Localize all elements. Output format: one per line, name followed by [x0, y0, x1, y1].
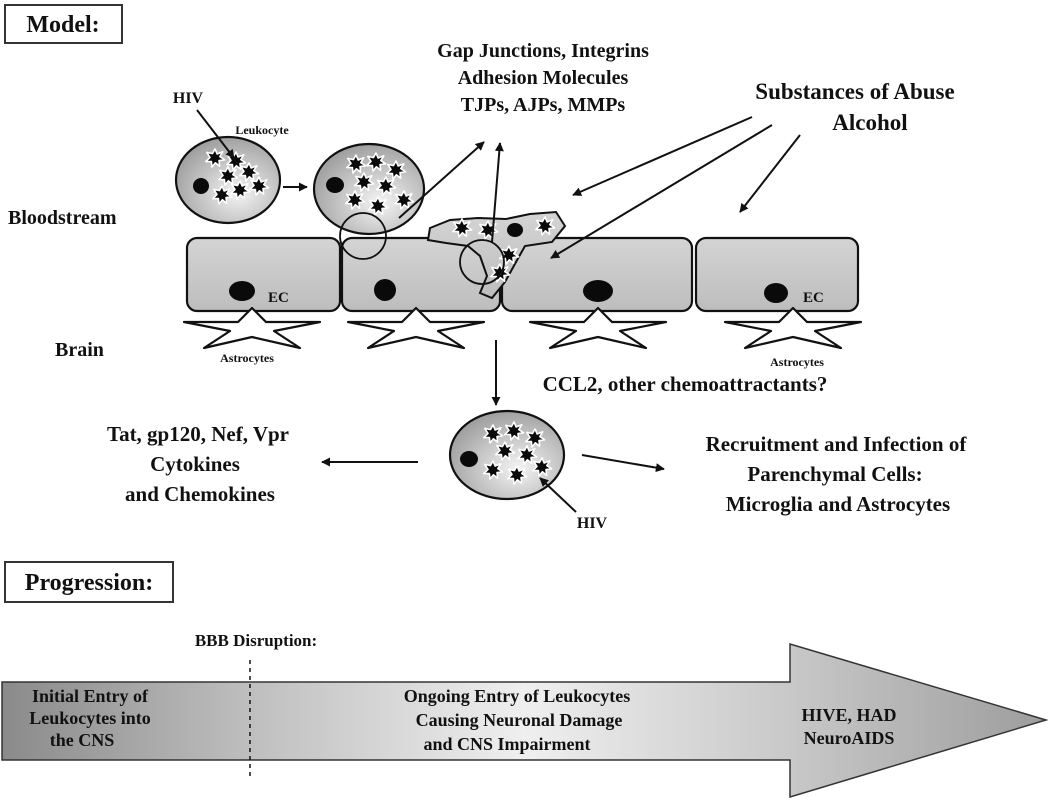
- astrocyte-1: [182, 306, 322, 350]
- stage-ongoing-entry: Ongoing Entry of Leukocytes Causing Neur…: [404, 686, 631, 754]
- hiv-entry-arrow: [196, 109, 235, 159]
- brain-label: Brain: [55, 339, 104, 361]
- stage1-line-2: Leukocytes into: [29, 708, 151, 728]
- infected-leukocyte-1: [174, 135, 282, 225]
- recruitment-text: Recruitment and Infection of Parenchymal…: [706, 432, 968, 516]
- astrocyte-3: [528, 306, 668, 350]
- ccl2-label: CCL2, other chemoattractants?: [543, 372, 828, 396]
- adhesion-to-junction-arrow: [398, 141, 485, 219]
- ec-label-left: EC: [268, 290, 289, 306]
- astrocyte-layer: Astrocytes Astrocytes: [182, 306, 863, 369]
- junction-molecules-text: Gap Junctions, Integrins Adhesion Molecu…: [437, 40, 649, 116]
- astrocyte-4: [723, 306, 863, 350]
- viral-factors-line-1: Tat, gp120, Nef, Vpr: [107, 422, 289, 446]
- hiv-label-top: HIV: [173, 90, 204, 107]
- junction-line-1: Gap Junctions, Integrins: [437, 40, 649, 62]
- transmigration-to-junction-arrow: [491, 142, 504, 243]
- recruitment-line-3: Microglia and Astrocytes: [726, 492, 950, 516]
- bbb-disruption-label: BBB Disruption:: [195, 631, 317, 650]
- astrocytes-label-right: Astrocytes: [770, 355, 824, 369]
- progression-arrow: [1, 642, 1049, 799]
- leukocyte-2-nucleus: [326, 177, 344, 193]
- viral-factors-line-3: and Chemokines: [125, 482, 275, 506]
- stage3-line-2: NeuroAIDS: [804, 728, 895, 748]
- substances-of-abuse-text: Substances of Abuse Alcohol: [755, 79, 954, 135]
- infected-leukocyte-3: [448, 409, 566, 501]
- recruitment-line-2: Parenchymal Cells:: [747, 462, 922, 486]
- stage-initial-entry: Initial Entry of Leukocytes into the CNS: [29, 686, 151, 750]
- ec-nucleus-4: [764, 283, 788, 303]
- abuse-line-1: Substances of Abuse: [755, 79, 954, 104]
- viral-factors-text: Tat, gp120, Nef, Vpr Cytokines and Chemo…: [107, 422, 289, 506]
- stage1-line-1: Initial Entry of: [32, 686, 149, 706]
- astrocyte-2: [346, 306, 486, 350]
- viral-factors-line-2: Cytokines: [150, 452, 240, 476]
- stage2-line-2: Causing Neuronal Damage: [416, 710, 623, 730]
- stage-neuroaids: HIVE, HAD NeuroAIDS: [801, 705, 896, 748]
- junction-site-circle: [459, 239, 505, 285]
- hiv-label-bottom: HIV: [577, 515, 608, 532]
- ec-nucleus-1: [229, 281, 255, 301]
- astrocytes-label-left: Astrocytes: [220, 351, 274, 365]
- abuse-arrow-2: [550, 124, 773, 259]
- leukocyte-3-nucleus: [460, 451, 478, 467]
- progression-box: [4, 561, 174, 603]
- endothelial-layer: EC EC: [185, 236, 860, 313]
- ec-nucleus-3: [583, 280, 613, 302]
- abuse-arrow-1: [572, 116, 753, 196]
- stage3-line-1: HIVE, HAD: [801, 705, 896, 725]
- leukocyte-1-nucleus: [193, 178, 209, 194]
- progression-title: Progression:: [25, 570, 153, 596]
- model-box: [4, 4, 123, 44]
- leukocyte-label: Leukocyte: [235, 123, 289, 137]
- ec-nucleus-2: [374, 279, 396, 301]
- abuse-line-2: Alcohol: [832, 110, 907, 135]
- transmigrating-nucleus: [507, 223, 523, 237]
- hiv-release-arrow: [539, 477, 577, 513]
- recruitment-line-1: Recruitment and Infection of: [706, 432, 968, 456]
- recruitment-arrow: [581, 454, 665, 473]
- model-title: Model:: [26, 12, 99, 38]
- ec-label-right: EC: [803, 290, 824, 306]
- stage2-line-3: and CNS Impairment: [423, 734, 590, 754]
- adhesion-site-circle: [339, 212, 387, 260]
- junction-line-2: Adhesion Molecules: [458, 67, 629, 89]
- endothelial-cell-4: [694, 236, 860, 313]
- bloodstream-label: Bloodstream: [8, 207, 117, 229]
- abuse-arrow-3: [739, 134, 801, 213]
- infected-leukocyte-2: [312, 142, 426, 236]
- stage2-line-1: Ongoing Entry of Leukocytes: [404, 686, 631, 706]
- endothelial-cell-1: [185, 236, 342, 313]
- junction-line-3: TJPs, AJPs, MMPs: [461, 94, 626, 116]
- stage1-line-3: the CNS: [50, 730, 115, 750]
